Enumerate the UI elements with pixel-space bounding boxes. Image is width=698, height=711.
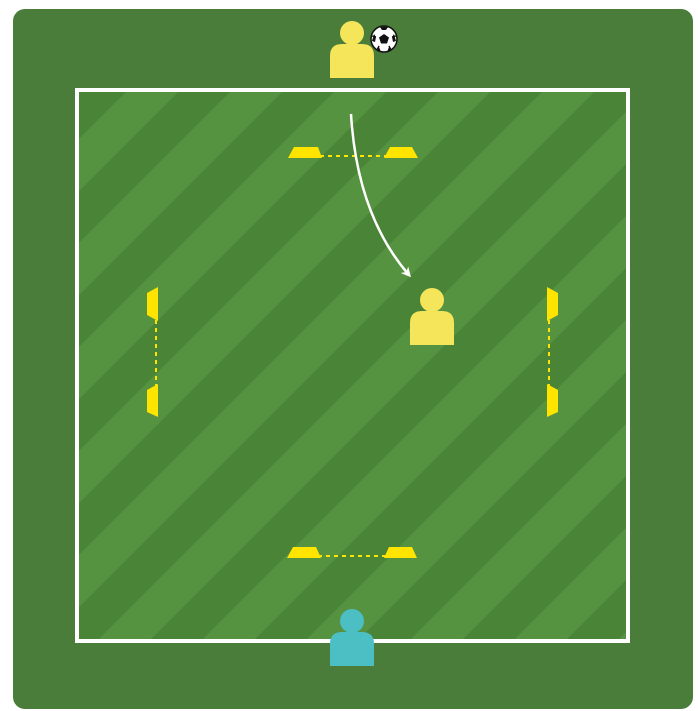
cone-icon: [384, 547, 417, 558]
cone-icon: [384, 147, 418, 158]
cone-icon: [287, 547, 321, 558]
cone-icon: [288, 147, 322, 158]
soccer-ball-icon: [371, 26, 397, 52]
cone-icon: [547, 287, 558, 321]
playing-area: [0, 70, 698, 661]
cone-icon: [147, 287, 158, 321]
